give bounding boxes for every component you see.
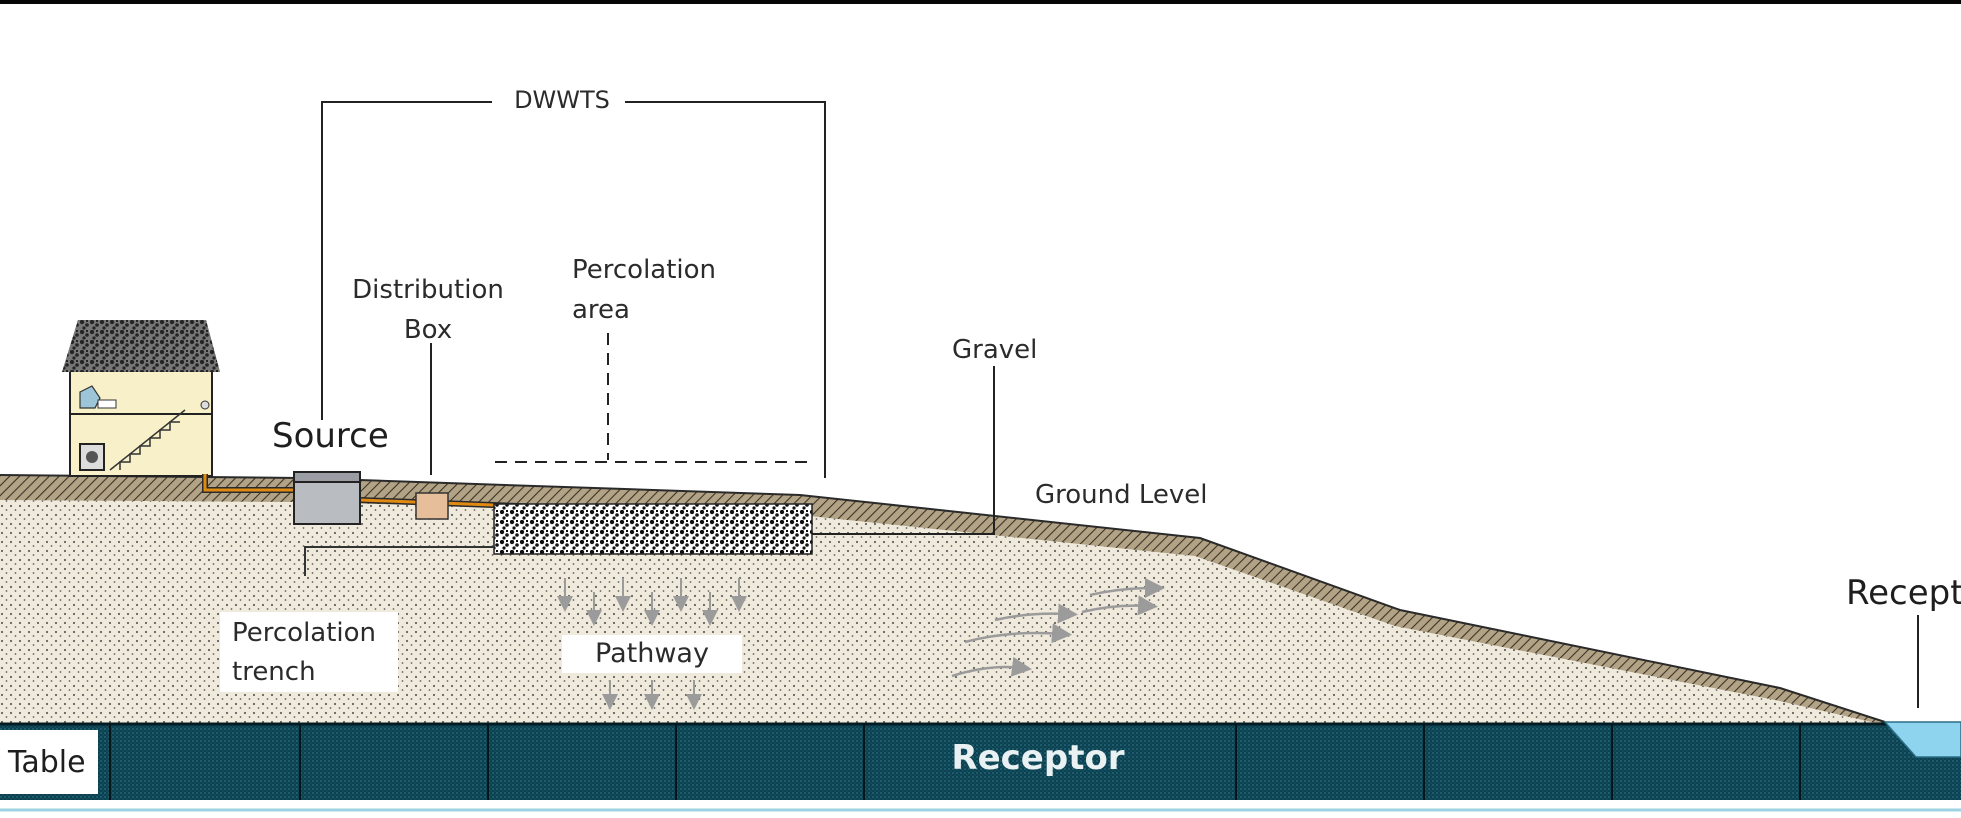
percolation-trench-label-line1: Percolation [232,618,376,648]
distribution-box-label-line1: Distribution [352,275,504,305]
aquifer-receptor [0,724,1961,800]
soil-texture [0,475,1961,726]
water-table-label: Table [7,745,86,780]
gravel-label: Gravel [952,335,1037,365]
percolation-area-label-line1: Percolation [572,255,716,285]
percolation-trench-box [220,612,398,692]
lateral-flow-arrows [951,578,1165,678]
aquifer-dividers [109,724,1801,800]
table-box [0,730,98,794]
percolation-trench-label-line2: trench [232,657,316,687]
septic-tank-icon [293,471,361,525]
dwwts-label: DWWTS [514,86,610,114]
gravel-leader [812,366,995,535]
distribution-box-icon [415,492,449,520]
aquifer-receptor-label: Receptor [951,738,1124,778]
flow-arrow-icon [557,578,747,710]
distribution-box-label-line2: Box [404,315,452,345]
trench-leader-line [304,546,494,576]
percolation-area-label-line2: area [572,295,630,325]
pathway-box [562,635,742,673]
top-bar [0,0,1961,4]
stream-icon [1883,721,1961,758]
house-icon [62,320,220,477]
topsoil-band [0,475,1885,724]
dwwts-bracket [321,101,826,478]
pathway-label: Pathway [595,638,709,669]
receptor-label: Recept [1846,573,1961,613]
source-label: Source [272,416,389,456]
gravel-bed-icon [493,503,813,555]
ground-level-label: Ground Level [1035,480,1208,510]
bottom-strip [0,800,1961,814]
